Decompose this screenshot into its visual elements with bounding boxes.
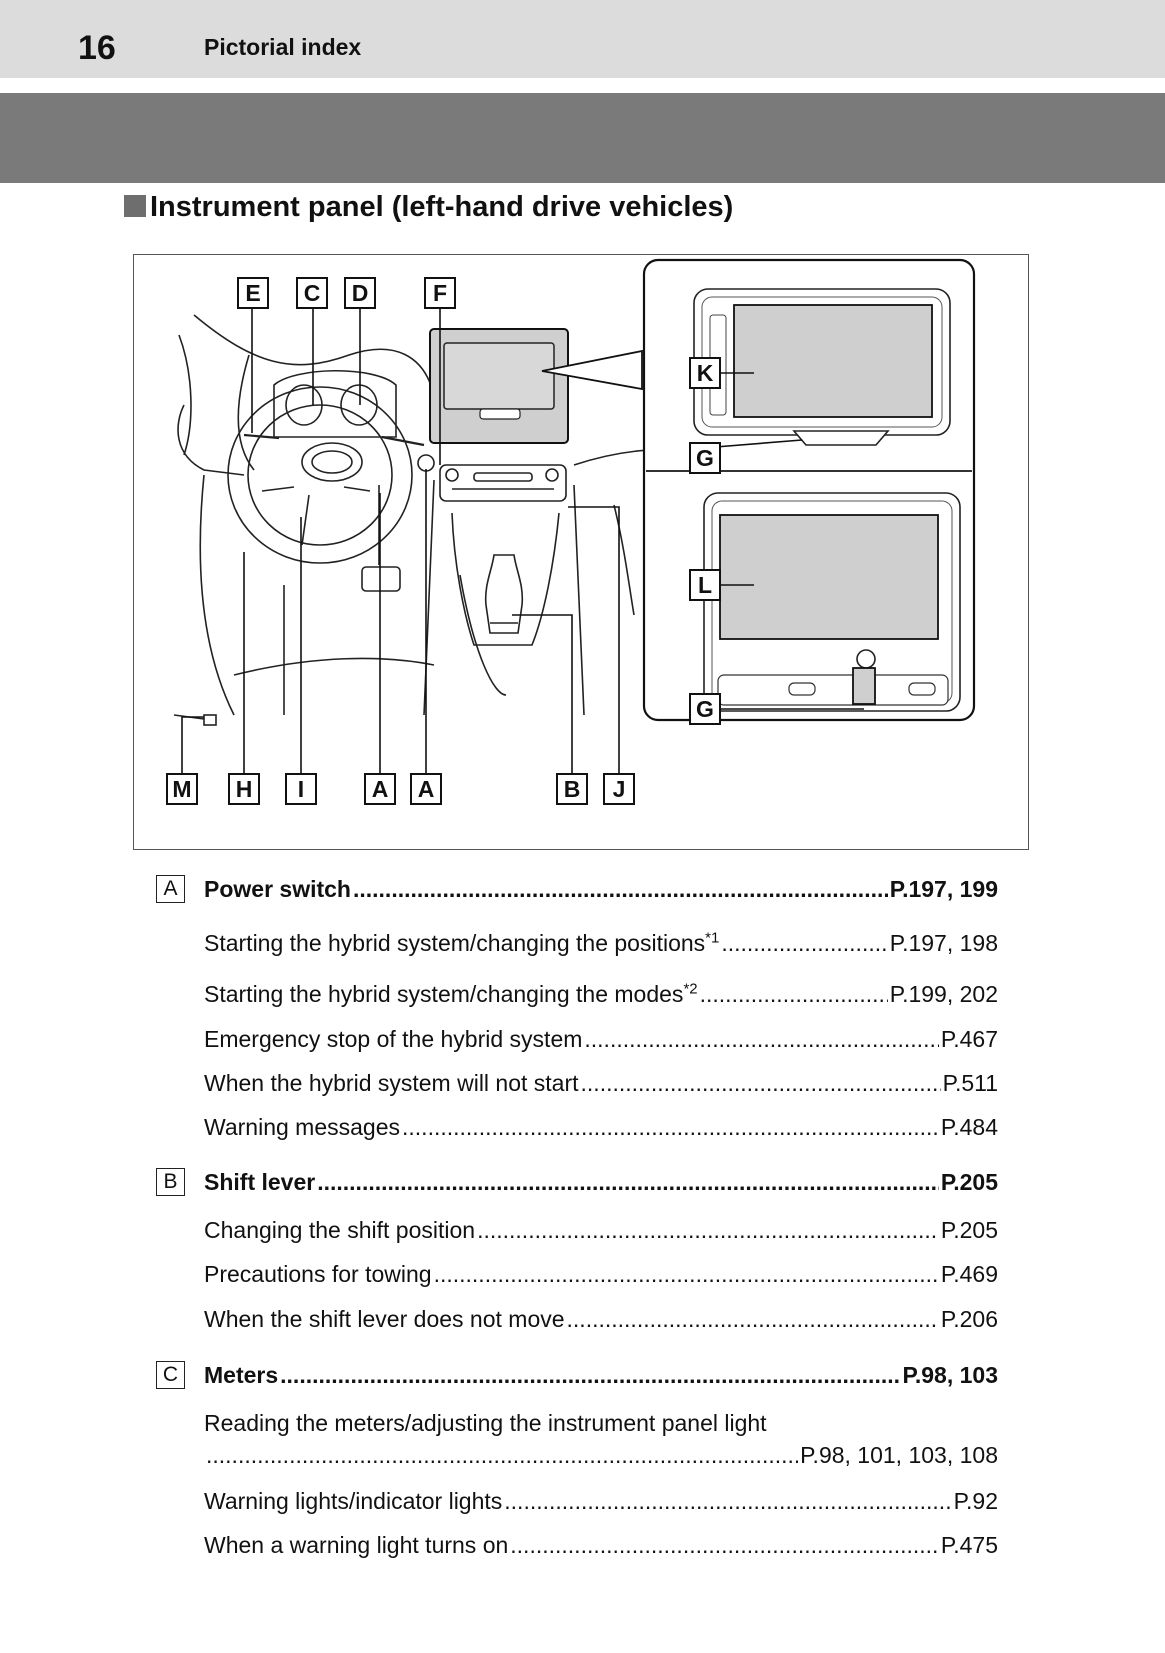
section-title-text: Instrument panel (left-hand drive vehicl… [150, 191, 734, 223]
sub-entry: Starting the hybrid system/changing the … [204, 978, 998, 1010]
entry-ref: P.205 [940, 1169, 998, 1195]
sub-entry: Changing the shift positionP.205 [204, 1214, 998, 1246]
callout-d: D [344, 277, 376, 309]
section-marker-icon [124, 195, 146, 217]
sub-entry: Starting the hybrid system/changing the … [204, 927, 998, 959]
entry-meters: Meters P.98, 103 [204, 1359, 998, 1391]
callout-f: F [424, 277, 456, 309]
callout-j: J [603, 773, 635, 805]
callout-a-2: A [410, 773, 442, 805]
header-title: Pictorial index [204, 34, 362, 60]
page-number: 16 [78, 29, 116, 67]
entry-ref: P.197, 199 [889, 876, 998, 902]
callout-e: E [237, 277, 269, 309]
entry-letter-a: A [156, 875, 185, 903]
callout-c: C [296, 277, 328, 309]
dashboard-drawing [173, 258, 976, 773]
entry-label: Power switch [204, 876, 351, 902]
section-title: Instrument panel (left-hand drive vehicl… [124, 190, 733, 224]
callout-g-2: G [689, 693, 721, 725]
callout-l: L [689, 569, 721, 601]
callout-m: M [166, 773, 198, 805]
entry-label: Shift lever [204, 1169, 316, 1195]
instrument-panel-illustration: E C D F M H I A A B J K G L G [133, 254, 1029, 850]
entry-power-switch: Power switch P.197, 199 [204, 873, 998, 905]
entry-ref: P.98, 103 [902, 1362, 998, 1388]
entry-letter-c: C [156, 1361, 185, 1389]
entry-label: Meters [204, 1362, 279, 1388]
section-band [0, 93, 1165, 183]
entry-letter-b: B [156, 1168, 185, 1196]
callout-i: I [285, 773, 317, 805]
callout-b: B [556, 773, 588, 805]
sub-entry: When a warning light turns onP.475 [204, 1529, 998, 1561]
callout-g-1: G [689, 442, 721, 474]
sub-entry: When the hybrid system will not startP.5… [204, 1067, 998, 1099]
entry-shift-lever: Shift lever P.205 [204, 1166, 998, 1198]
sub-entry: When the shift lever does not moveP.206 [204, 1303, 998, 1335]
page-header [0, 0, 1165, 78]
sub-entry: Warning messagesP.484 [204, 1111, 998, 1143]
callout-h: H [228, 773, 260, 805]
callout-a-1: A [364, 773, 396, 805]
sub-entry: Reading the meters/adjusting the instrum… [204, 1410, 767, 1436]
sub-entry: Precautions for towingP.469 [204, 1258, 998, 1290]
callout-k: K [689, 357, 721, 389]
sub-entry: Warning lights/indicator lightsP.92 [204, 1485, 998, 1517]
sub-entry: Emergency stop of the hybrid systemP.467 [204, 1023, 998, 1055]
sub-entry-continuation: P.98, 101, 103, 108 [204, 1439, 998, 1471]
